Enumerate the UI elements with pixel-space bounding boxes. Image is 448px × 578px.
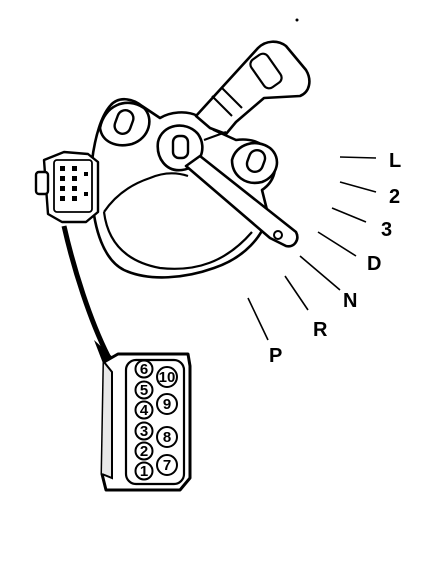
position-leader-lines — [247, 156, 377, 341]
mounting-holes — [113, 109, 267, 174]
speck — [295, 18, 299, 22]
pin-label-10: 10 — [159, 369, 176, 386]
position-label-3: 3 — [381, 219, 392, 241]
pin-circles — [134, 359, 178, 481]
switch-connector-pins — [60, 166, 88, 201]
leader-line-2 — [339, 181, 377, 193]
position-label-P: P — [269, 345, 282, 367]
pin-label-5: 5 — [140, 382, 148, 399]
leader-line-L — [339, 156, 377, 159]
position-label-2: 2 — [389, 186, 400, 208]
pin-label-2: 2 — [140, 443, 148, 460]
pin-label-4: 4 — [140, 402, 149, 419]
position-label-D: D — [367, 253, 381, 275]
pin-label-3: 3 — [140, 423, 148, 440]
pin-labels: 6 5 4 3 2 1 10 9 8 7 — [140, 361, 176, 480]
shift-lever — [184, 40, 311, 248]
position-label-L: L — [389, 150, 401, 172]
leader-line-R — [284, 275, 309, 311]
gear-position-labels: L 2 3 D N R P — [269, 150, 401, 367]
pin-label-8: 8 — [163, 429, 171, 446]
connector-callout-line — [61, 225, 111, 358]
pin-label-1: 1 — [140, 463, 148, 480]
pin-label-7: 7 — [163, 457, 171, 474]
leader-line-P — [247, 297, 269, 341]
switch-connector — [34, 150, 100, 224]
leader-line-D — [317, 231, 357, 257]
position-label-N: N — [343, 290, 357, 312]
leader-line-N — [299, 255, 341, 291]
pin-label-6: 6 — [140, 361, 148, 378]
pin-label-9: 9 — [163, 396, 171, 413]
connector-enlarged-view: 6 5 4 3 2 1 10 9 8 7 — [100, 352, 192, 492]
leader-line-3 — [331, 207, 367, 223]
position-label-R: R — [313, 319, 328, 341]
